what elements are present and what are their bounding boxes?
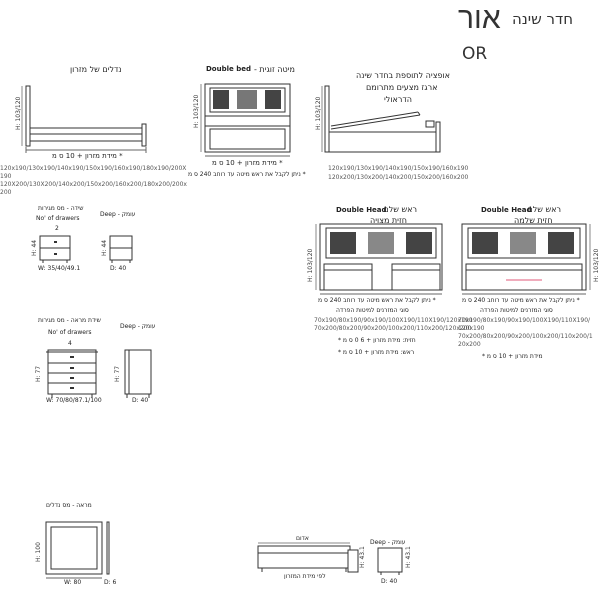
double-head-full-note: * ניתן לקבל את ראש מיטה עד רוחב 240 ס מ [462, 297, 580, 304]
double-head-half-note: * ניתן לקבל את ראש מיטה עד רוחב 240 ס מ [318, 297, 436, 304]
double-head-full-title-he-2: חזית שלמה [514, 216, 553, 225]
dresser-side-drawing [124, 349, 152, 398]
double-head-half-drawing [315, 223, 443, 295]
hydraulic-dims-2: 120x200/130x200/140x200/150x200/160x200 [328, 174, 469, 181]
mirror-depth: D: 6 [104, 579, 117, 586]
subtitle-hebrew: חדר שינה [512, 10, 574, 28]
mattress-bed-dims-2: 190 [0, 173, 12, 180]
double-bed-drawing [200, 83, 291, 157]
double-head-half-head-note: ראש: מידת מזרון + 10 ס מ * [338, 349, 415, 356]
double-bed-height: H: 103/120 [193, 94, 200, 128]
mattress-bed-dims-4: 200 [0, 189, 12, 196]
dresser-depth-label: Deep - עומק [120, 323, 156, 330]
hydraulic-height: H: 103/120 [315, 96, 322, 130]
brand-title-latin: OR [462, 44, 488, 64]
double-head-half-title-en: Double Head [336, 206, 387, 214]
hydraulic-title-3: הדראולי [384, 95, 412, 104]
dresser-drawers-count: 4 [68, 340, 72, 347]
double-bed-note: * ניתן לקבל את ראש מיטה עד רוחב 240 ס מ [188, 171, 306, 178]
double-head-full-title-en: Double Head [481, 206, 532, 214]
double-head-half-title-he-1: ראש שלם - [378, 205, 418, 214]
mattress-bed-width-note: * מידת מזרון + 10 ס מ [52, 152, 123, 160]
mirror-width: W: 80 [64, 579, 82, 586]
nightstand-width: W: 35/40/49.1 [38, 265, 81, 272]
mirror-drawing [45, 521, 110, 579]
brand-title-hebrew: אור [458, 1, 501, 36]
double-head-full-dims-4: 20x200 [458, 341, 481, 348]
nightstand-front-drawing [39, 235, 71, 263]
nightstand-depth: D: 40 [110, 265, 127, 272]
double-head-full-dims-2: 120x190 [458, 325, 485, 332]
double-bed-title-en: Double bed [206, 65, 251, 73]
bench-width-note: לפי מידת המזרון [284, 573, 326, 580]
dresser-front-drawing [46, 349, 98, 398]
dresser-height: H: 77 [35, 365, 42, 382]
double-head-half-height: H: 103/120 [307, 248, 314, 282]
nightstand-drawers-en: No' of drawers [36, 215, 80, 222]
pouf-depth-label: Deep - עומק [370, 539, 406, 546]
mattress-bed-title: נדלים של מזרון [70, 65, 122, 74]
bench-drawing [257, 542, 359, 573]
hydraulic-dims-1: 120x190/130x190/140x190/150x190/160x190 [328, 165, 469, 172]
dresser-depth: D: 40 [132, 397, 149, 404]
nightstand-height: H: 44 [31, 239, 38, 256]
dresser-side-height: H: 77 [114, 365, 121, 382]
bench-height: H: 43.1 [359, 546, 366, 568]
mattress-bed-drawing [21, 85, 147, 153]
pouf-depth: D: 40 [381, 578, 398, 585]
bench-title: אדום [296, 535, 309, 542]
double-head-half-front-note: חזית: מידת מזרון + 6 0 ס מ * [338, 337, 416, 344]
nightstand-drawers-count: 2 [55, 225, 59, 232]
double-head-half-dims-2: 70x200/80x200/90x200/100x200/110x200/120… [314, 325, 472, 332]
double-head-full-drawing [461, 223, 591, 295]
hydraulic-title-2: ארגז מצעים מתרומם [366, 83, 438, 92]
hydraulic-title-1: אופציה לתוספת בחדר שינה [356, 71, 450, 80]
hydraulic-bed-drawing [321, 85, 441, 153]
pouf-height: H: 43.1 [405, 546, 412, 568]
double-head-full-height: H: 103/120 [593, 248, 600, 282]
nightstand-depth-label: Deep - עומק [100, 211, 136, 218]
double-head-half-title-he-2: חזית מצויה [370, 216, 407, 225]
nightstand-side-drawing [109, 235, 133, 263]
mirror-title: מראה - מס נדלים [46, 502, 92, 509]
dresser-drawers-en: No' of drawers [48, 329, 92, 336]
mirror-height: H: 100 [35, 542, 42, 562]
pouf-drawing [377, 547, 403, 575]
mattress-bed-dims-3: 120X200/130X200/140x200/150x200/160x200/… [0, 181, 187, 188]
double-head-half-note2: סוגי המזרנים למיטות הפרדה [336, 307, 409, 314]
double-head-half-dims-1: 70x190/80x190/90x190/100X190/110X190/120… [314, 317, 473, 324]
dresser-width: W: 70/80/87.1/100 [46, 397, 102, 404]
double-bed-width-note: * מידת מזרון + 10 ס מ [212, 159, 283, 167]
dresser-title: שידת מראה - מס מגירות [38, 317, 101, 324]
double-head-full-dims-1: 70x190/80x190/90x190/100X190/110X190/ [458, 317, 591, 324]
double-bed-title-he: מיטה זוגית - [254, 65, 295, 74]
nightstand-title: שידה - מס מגירות [38, 205, 84, 212]
double-head-full-width-note: מידת מזרון + 10 ס מ * [482, 353, 543, 360]
double-head-full-dims-3: 70x200/80x200/90x200/100x200/110x200/1 [458, 333, 593, 340]
nightstand-side-height: H: 44 [101, 239, 108, 256]
mattress-bed-dims-1: 120x190/130x190/140x190/150x190/160x190/… [0, 165, 187, 172]
double-head-full-title-he-1: ראש שלם - [522, 205, 562, 214]
mattress-bed-height: H: 103/120 [15, 96, 22, 130]
double-head-full-note2: סוגי המזרנים למיטות הפרדה [480, 307, 553, 314]
